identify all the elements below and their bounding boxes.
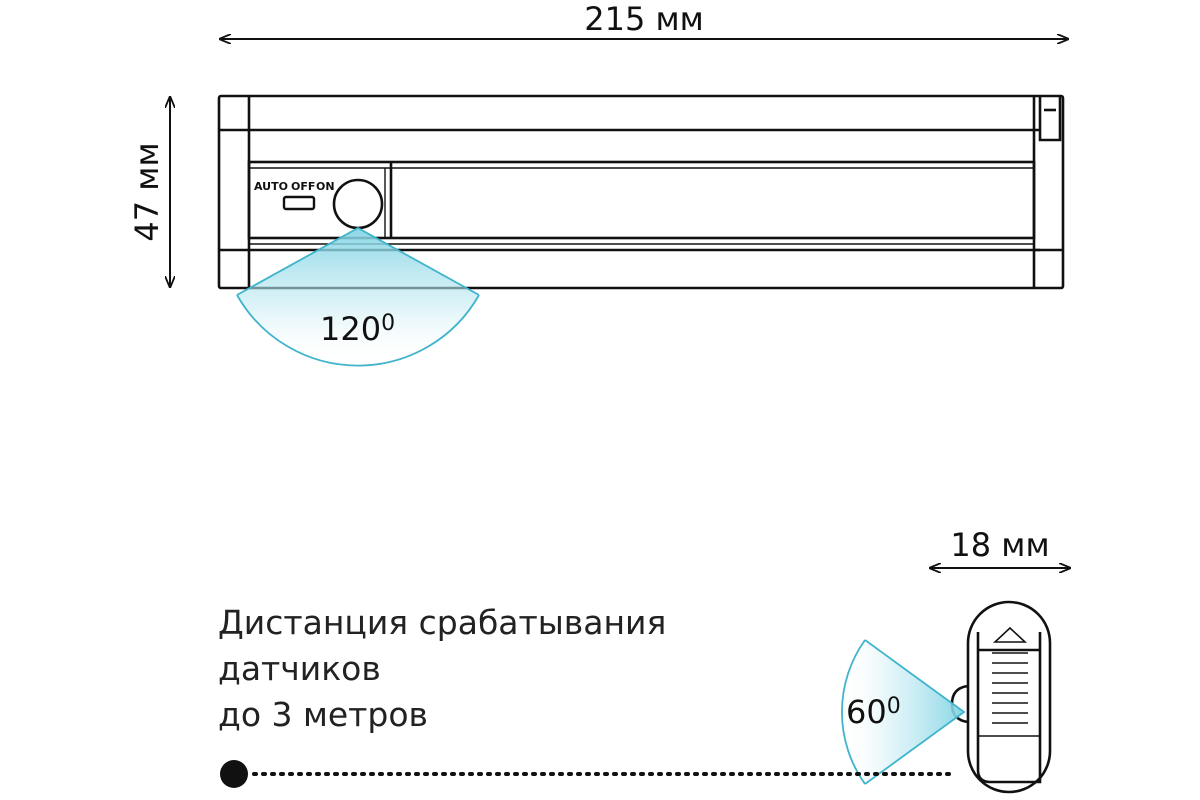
mode-switch[interactable] — [282, 195, 316, 211]
switch-label-auto: AUTO — [254, 180, 288, 193]
height-label: 47 мм — [128, 142, 166, 241]
description-line-1: Дистанция срабатывания — [218, 603, 666, 642]
angle-120-label: 1200 — [320, 310, 395, 348]
description-line-2: датчиков — [218, 649, 381, 688]
length-label: 215 мм — [584, 0, 704, 38]
switch-label-off: OFF — [291, 180, 315, 193]
depth-label: 18 мм — [950, 526, 1049, 564]
sensor-zone-60 — [841, 640, 964, 784]
lamp-side-view — [950, 600, 1052, 794]
description-line-3: до 3 метров — [218, 695, 428, 734]
distance-origin-dot — [220, 760, 248, 788]
sensor-zone-60-outline — [841, 639, 966, 785]
angle-60-label: 600 — [846, 693, 901, 731]
motion-sensor-lens — [332, 178, 384, 230]
switch-label-on: ON — [316, 180, 335, 193]
sensor-zone-120-outline — [236, 226, 480, 367]
